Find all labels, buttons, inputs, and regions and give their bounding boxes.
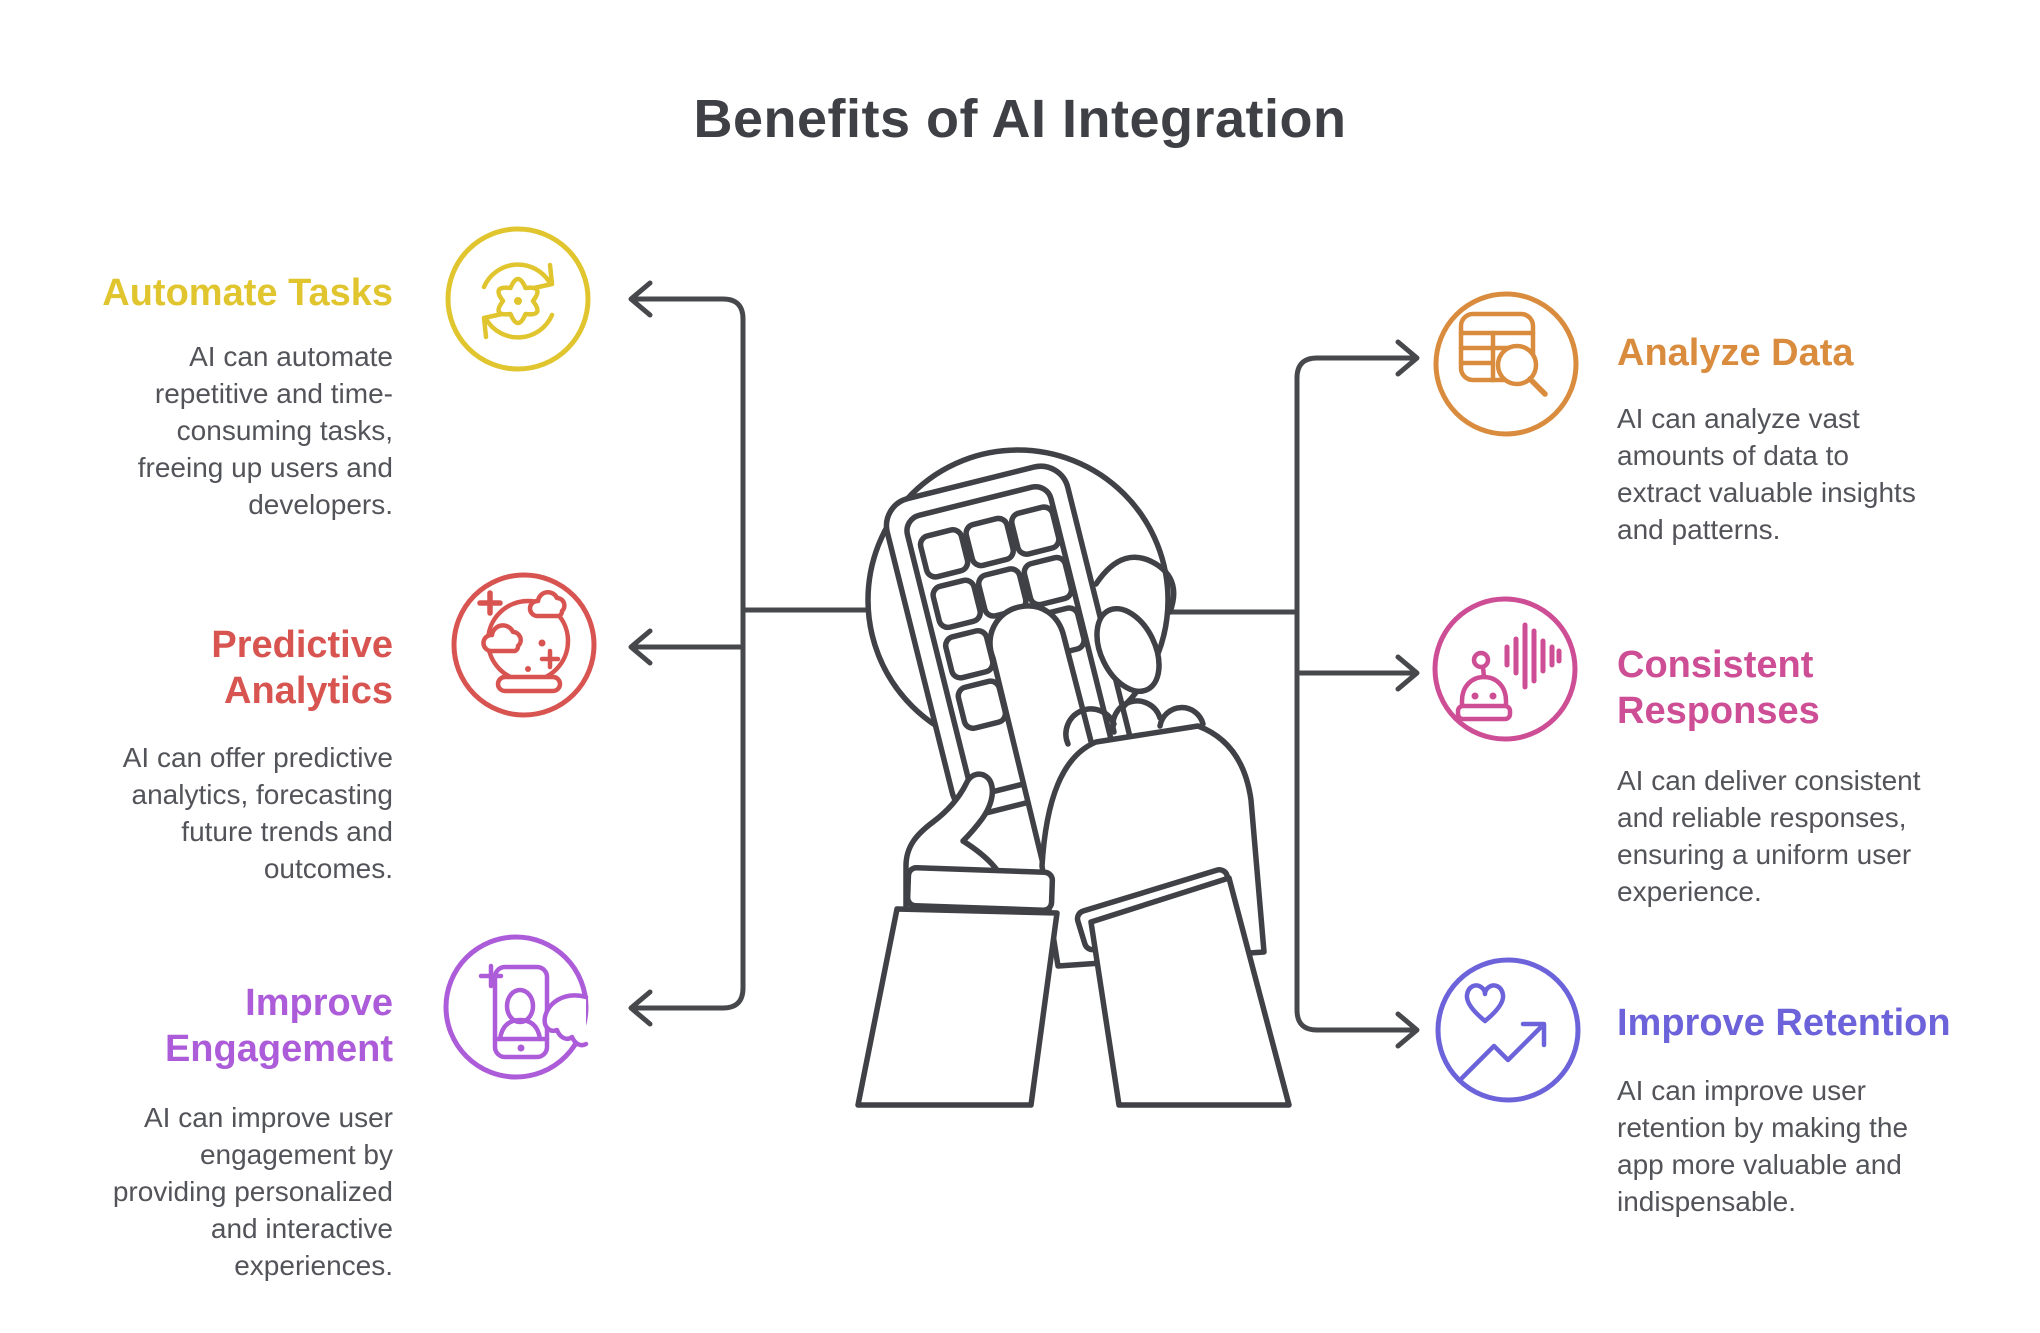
benefit-heading-automate-tasks: Automate Tasks (102, 272, 393, 314)
benefit-description-improve-retention: AI can improve user retention by making … (1617, 1075, 1909, 1217)
page-title: Benefits of AI Integration (693, 89, 1347, 149)
benefit-description-consistent-responses: AI can deliver consistent and reliable r… (1617, 765, 1921, 907)
heart-growth-icon (1428, 950, 1588, 1110)
sync-gear-icon (438, 219, 598, 379)
benefit-description-predictive-analytics: AI can offer predictive analytics, forec… (122, 742, 393, 884)
benefit-heading-analyze-data: Analyze Data (1617, 332, 1854, 374)
arrow-right-middle-icon (1395, 654, 1420, 692)
benefit-heading-improve-engagement: Improve Engagement (164, 982, 393, 1070)
right-bracket-line (1294, 355, 1417, 1033)
benefit-description-automate-tasks: AI can automate repetitive and time- con… (137, 341, 393, 520)
arrow-right-top-icon (1395, 339, 1420, 377)
left-connectors (628, 280, 875, 1027)
thumb-web (1093, 554, 1177, 615)
arrow-right-bottom-icon (1395, 1011, 1420, 1049)
phone-user-icon (436, 927, 596, 1087)
arrow-left-bottom-icon (628, 989, 653, 1027)
right-sleeve (1088, 875, 1292, 1108)
robot-voice-icon (1425, 589, 1585, 749)
arrow-left-top-icon (628, 280, 653, 318)
benefit-heading-improve-retention: Improve Retention (1617, 1002, 1951, 1044)
benefit-description-improve-engagement: AI can improve user engagement by provid… (112, 1102, 393, 1281)
knuckles (1063, 698, 1206, 747)
benefit-heading-consistent-responses: Consistent Responses (1617, 644, 1820, 732)
crystal-ball-icon (444, 565, 604, 725)
arrow-left-middle-icon (628, 628, 653, 666)
left-cuff (904, 865, 1056, 913)
benefit-description-analyze-data: AI can analyze vast amounts of data to e… (1617, 403, 1916, 545)
benefit-heading-predictive-analytics: Predictive Analytics (211, 624, 393, 712)
hands-phone-illustration (855, 447, 1292, 1108)
right-connectors (1161, 339, 1420, 1049)
left-sleeve (855, 906, 1060, 1108)
table-magnifier-icon (1426, 284, 1586, 444)
right-thumb (1094, 605, 1162, 695)
left-bracket-line (631, 296, 746, 1011)
